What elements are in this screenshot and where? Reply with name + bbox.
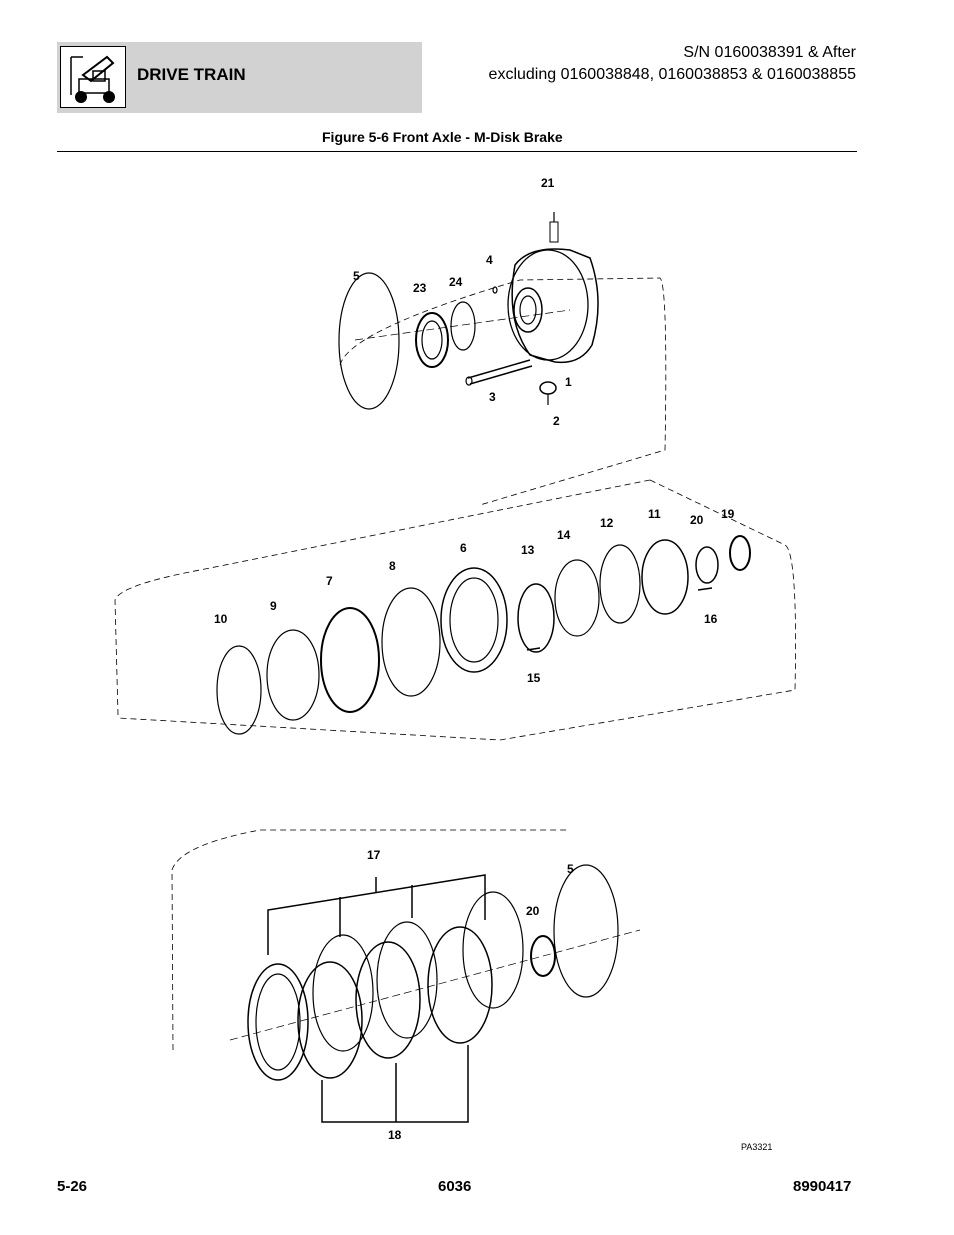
callout-18: 18 bbox=[388, 1128, 402, 1142]
piston-6 bbox=[440, 567, 508, 673]
callout-16: 16 bbox=[704, 612, 718, 626]
ring-14 bbox=[554, 559, 600, 637]
callout-17: 17 bbox=[367, 848, 381, 862]
callout-3: 3 bbox=[489, 390, 496, 404]
callout-11: 11 bbox=[648, 507, 661, 521]
gear-19 bbox=[729, 535, 751, 571]
callout-5-top: 5 bbox=[353, 269, 360, 283]
snap-ring-20-mid bbox=[695, 546, 719, 584]
callout-10: 10 bbox=[214, 612, 228, 626]
ring-7 bbox=[320, 607, 380, 713]
telehandler-icon bbox=[60, 46, 126, 108]
callout-4: 4 bbox=[486, 253, 493, 267]
callout-14: 14 bbox=[557, 528, 571, 542]
callout-7: 7 bbox=[326, 574, 333, 588]
callout-9: 9 bbox=[270, 599, 277, 613]
header-rule bbox=[57, 151, 857, 152]
art-id: PA3321 bbox=[741, 1142, 772, 1152]
footer-doc-number: 8990417 bbox=[793, 1178, 852, 1195]
o-ring-5-top bbox=[338, 272, 400, 410]
footer-model: 6036 bbox=[438, 1178, 472, 1195]
callout-13: 13 bbox=[521, 543, 535, 557]
callout-21: 21 bbox=[541, 176, 555, 190]
ring-12 bbox=[599, 544, 641, 624]
callout-20-mid: 20 bbox=[690, 513, 704, 527]
callout-12: 12 bbox=[600, 516, 614, 530]
callout-19: 19 bbox=[721, 507, 735, 521]
callout-20-bottom: 20 bbox=[526, 904, 540, 918]
callout-15: 15 bbox=[527, 671, 541, 685]
callout-23: 23 bbox=[413, 281, 427, 295]
callout-6: 6 bbox=[460, 541, 467, 555]
section-title: DRIVE TRAIN bbox=[137, 65, 246, 84]
ring-9 bbox=[266, 629, 320, 721]
callout-1: 1 bbox=[565, 375, 572, 389]
figure-title: Figure 5-6 Front Axle - M-Disk Brake bbox=[322, 129, 563, 145]
piston-11 bbox=[641, 539, 689, 615]
serial-range: S/N 0160038391 & After excluding 0160038… bbox=[489, 42, 856, 86]
callout-8: 8 bbox=[389, 559, 396, 573]
callout-24: 24 bbox=[449, 275, 463, 289]
ring-10 bbox=[216, 645, 262, 735]
callout-2: 2 bbox=[553, 414, 560, 428]
ring-8 bbox=[381, 587, 441, 697]
snap-ring-13 bbox=[517, 583, 555, 653]
serial-line-2: excluding 0160038848, 0160038853 & 01600… bbox=[488, 66, 856, 83]
footer-page-number: 5-26 bbox=[57, 1178, 88, 1195]
callout-5-bottom: 5 bbox=[567, 862, 574, 876]
serial-line-1: S/N 0160038391 & After bbox=[683, 44, 856, 61]
